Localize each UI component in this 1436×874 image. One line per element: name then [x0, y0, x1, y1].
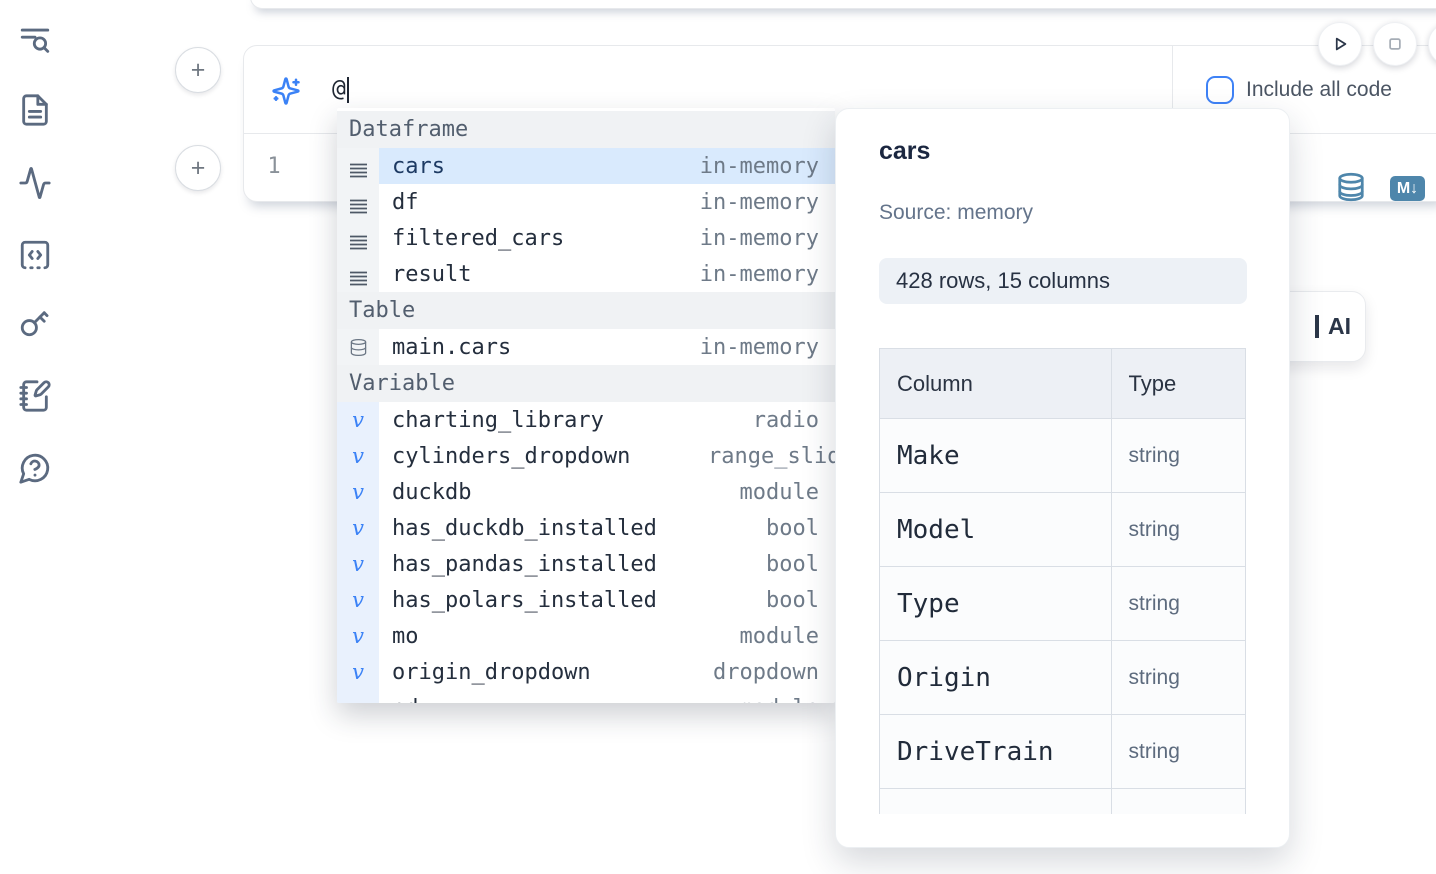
text-search-icon[interactable] — [18, 22, 52, 58]
autocomplete-item-main-cars[interactable]: main.cars in-memory — [337, 329, 835, 365]
section-header-table: Table — [337, 292, 835, 329]
sparkles-icon — [271, 76, 301, 106]
schema-row-origin: Origin string — [880, 641, 1246, 715]
clipped-text-fragment — [1315, 315, 1319, 338]
autocomplete-item-df[interactable]: df in-memory — [337, 184, 835, 220]
ai-button-label: AI — [1328, 313, 1351, 340]
key-icon[interactable] — [18, 304, 52, 340]
variable-icon: v — [352, 408, 364, 432]
include-all-code-label: Include all code — [1246, 78, 1392, 102]
dataframe-icon — [349, 267, 368, 282]
code-snippets-icon[interactable] — [18, 237, 52, 273]
autocomplete-item-has-pandas-installed[interactable]: v has_pandas_installed bool — [337, 546, 835, 582]
autocomplete-item-origin-dropdown[interactable]: v origin_dropdown dropdown — [337, 654, 835, 690]
dataframe-icon — [349, 195, 368, 210]
autocomplete-dropdown: Dataframe cars in-memory df in-memory fi… — [337, 108, 835, 703]
schema-header-type: Type — [1111, 349, 1245, 419]
preview-title: cars — [879, 137, 930, 166]
variable-icon: v — [352, 552, 364, 576]
text-cursor — [347, 77, 349, 103]
dataframe-preview-popup: cars Source: memory 428 rows, 15 columns… — [835, 108, 1290, 848]
variable-icon: v — [352, 660, 364, 684]
ai-prompt-input[interactable]: @ — [332, 76, 349, 103]
preview-schema-table: Column Type Make string Model string Typ… — [879, 348, 1248, 814]
activity-icon[interactable] — [18, 165, 52, 201]
scratchpad-icon[interactable] — [18, 378, 52, 414]
include-all-code-checkbox[interactable] — [1206, 76, 1234, 104]
schema-row-type: Type string — [880, 567, 1246, 641]
add-cell-button-top[interactable]: + — [175, 47, 221, 93]
variable-icon: v — [352, 516, 364, 540]
file-text-icon[interactable] — [18, 92, 52, 128]
previous-cell-bottom — [250, 0, 1436, 9]
autocomplete-item-has-duckdb-installed[interactable]: v has_duckdb_installed bool — [337, 510, 835, 546]
dataframe-icon — [349, 231, 368, 246]
preview-source: Source: memory — [879, 201, 1033, 225]
variable-icon: v — [352, 444, 364, 468]
autocomplete-item-charting-library[interactable]: v charting_library radio — [337, 402, 835, 438]
variable-icon: v — [352, 480, 364, 504]
markdown-convert-icon[interactable]: M↓ — [1390, 176, 1425, 201]
run-cell-button[interactable] — [1318, 22, 1362, 66]
table-database-icon — [349, 337, 368, 358]
dataframe-icon — [349, 159, 368, 174]
autocomplete-item-filtered-cars[interactable]: filtered_cars in-memory — [337, 220, 835, 256]
line-number: 1 — [258, 154, 290, 179]
autocomplete-item-mo[interactable]: v mo module — [337, 618, 835, 654]
schema-row-model: Model string — [880, 493, 1246, 567]
sql-convert-icon[interactable] — [1336, 170, 1366, 204]
section-header-variable: Variable — [337, 365, 835, 402]
help-chat-icon[interactable] — [18, 450, 52, 486]
autocomplete-item-duckdb[interactable]: v duckdb module — [337, 474, 835, 510]
add-cell-button-bottom[interactable]: + — [175, 145, 221, 191]
autocomplete-item-pd[interactable]: v pd module — [337, 690, 835, 703]
schema-row-drivetrain: DriveTrain string — [880, 715, 1246, 789]
schema-row-make: Make string — [880, 419, 1246, 493]
variable-icon: v — [352, 588, 364, 612]
section-header-dataframe: Dataframe — [337, 111, 835, 148]
schema-header-column: Column — [880, 349, 1112, 419]
autocomplete-item-result[interactable]: result in-memory — [337, 256, 835, 292]
autocomplete-item-cylinders-dropdown[interactable]: v cylinders_dropdown range_slider — [337, 438, 835, 474]
autocomplete-item-cars[interactable]: cars in-memory — [337, 148, 835, 184]
schema-row-clipped — [880, 789, 1246, 815]
schema-header-row: Column Type — [880, 349, 1246, 419]
autocomplete-item-has-polars-installed[interactable]: v has_polars_installed bool — [337, 582, 835, 618]
preview-shape-badge: 428 rows, 15 columns — [879, 258, 1247, 304]
stop-button[interactable] — [1373, 22, 1417, 66]
variable-icon: v — [352, 696, 364, 703]
variable-icon: v — [352, 624, 364, 648]
